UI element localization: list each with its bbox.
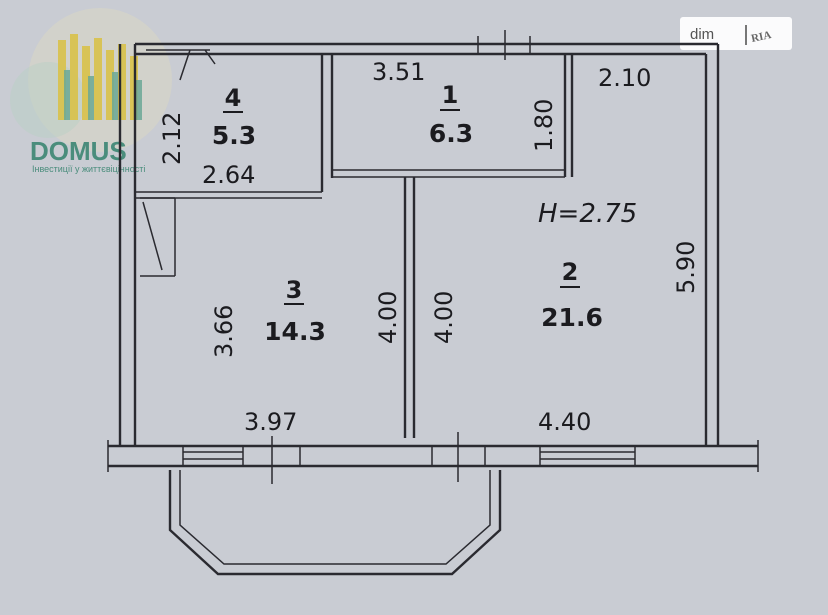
plan-walls [107,30,759,576]
room-4-number: 4 [225,84,242,112]
dim-room2-right: 5.90 [672,241,700,294]
watermark-brand: RIA [750,29,772,45]
ceiling-height-label: H=2.75 [538,199,637,229]
dim-room4-bottom: 2.64 [202,161,255,189]
room-1-number: 1 [442,81,459,109]
logo-tagline: Інвестиції у життєвіцінності [32,164,145,174]
room-2-number: 2 [562,258,579,286]
dim-room3-right: 4.00 [374,291,402,344]
logo-name: DOMUS [30,136,127,166]
room-4-area: 5.3 [212,121,256,150]
dim-room1-width: 3.51 [372,58,425,86]
room-3-label: 3 14.3 [264,276,326,346]
dim-room2-top: 2.10 [598,64,651,92]
dim-room1-depth: 1.80 [530,99,558,152]
dim-room2-left: 4.00 [430,291,458,344]
dim-ria-watermark: dim RIA [680,17,792,50]
dim-room2-bottom: 4.40 [538,408,591,436]
room-1-label: 1 6.3 [429,81,473,148]
watermark-site: dim [690,26,714,43]
room-4-label: 4 5.3 [212,84,256,150]
room-3-area: 14.3 [264,317,326,346]
dim-room3-left: 3.66 [210,305,238,358]
room-3-number: 3 [286,276,303,304]
dim-room3-bottom: 3.97 [244,408,297,436]
room-2-area: 21.6 [541,303,603,332]
room-1-area: 6.3 [429,119,473,148]
domus-logo: DOMUS Інвестиції у життєвіцінності [10,8,172,174]
dim-room4-side: 2.12 [158,112,186,165]
dimension-labels: 3.51 1.80 2.10 5.90 4.00 4.40 4.00 3.66 … [158,58,700,436]
room-2-label: 2 21.6 [541,258,603,332]
